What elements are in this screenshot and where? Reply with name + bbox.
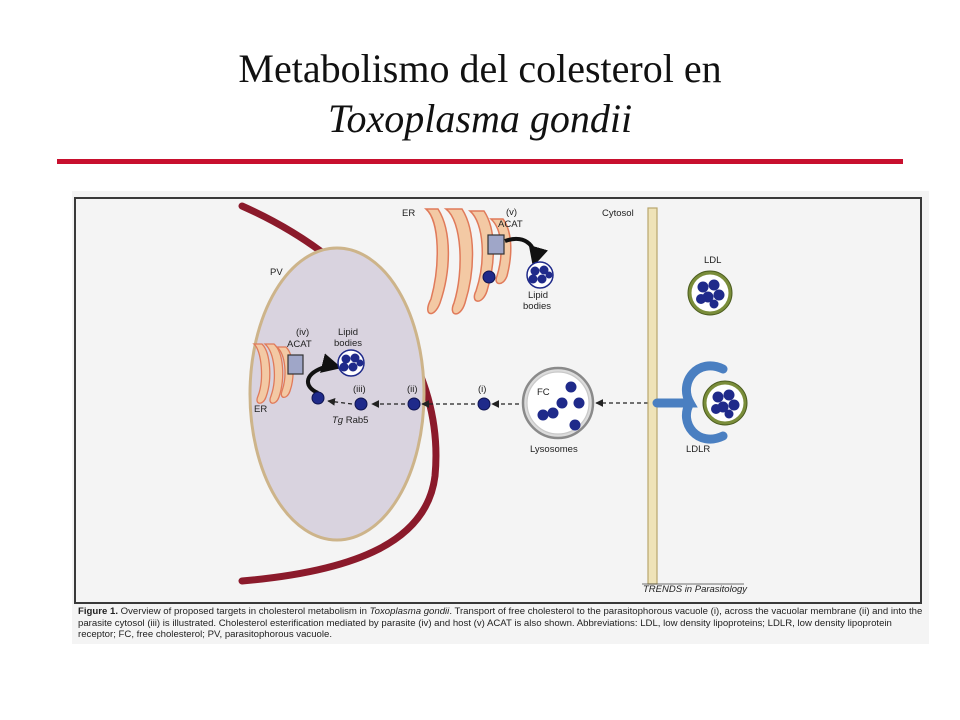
cholesterol-step-iii xyxy=(354,397,368,411)
label-step-i: (i) xyxy=(478,384,486,395)
figure-caption: Figure 1. Overview of proposed targets i… xyxy=(78,606,923,641)
host-lipid-body xyxy=(526,261,554,289)
label-acat-host: ACAT xyxy=(498,219,523,230)
label-cytosol: Cytosol xyxy=(602,208,634,219)
label-acat-host-numeral: (v) xyxy=(506,207,517,218)
label-step-ii: (ii) xyxy=(407,384,418,395)
cholesterol-diagram: ER (v) ACAT Lipid bodies Cytosol PV (iv)… xyxy=(74,197,922,604)
label-acat-parasite: ACAT xyxy=(287,339,312,350)
parasite-acat-curved-arrow xyxy=(306,353,342,395)
label-acat-parasite-numeral: (iv) xyxy=(296,327,309,338)
label-lipid-bodies-host-1: Lipid xyxy=(528,290,548,301)
parasite-body xyxy=(248,246,426,542)
label-pv: PV xyxy=(270,267,283,278)
ldl-bound-particle xyxy=(702,380,748,426)
label-ldlr: LDLR xyxy=(686,444,710,455)
label-fc: FC xyxy=(537,387,550,398)
caption-organism: Toxoplasma gondii xyxy=(369,606,450,617)
label-step-iii: (iii) xyxy=(353,384,366,395)
parasite-lipid-body xyxy=(337,349,365,377)
caption-text-2: . Transport of free cholesterol to the p… xyxy=(78,606,923,641)
label-rab5: Rab5 xyxy=(343,415,368,426)
cholesterol-parasite-cytosol xyxy=(311,391,325,405)
cholesterol-host-acat xyxy=(482,270,496,284)
parasite-er xyxy=(252,343,294,404)
lysosome xyxy=(521,366,595,440)
title-line-2: Toxoplasma gondii xyxy=(327,96,633,141)
host-acat-curved-arrow xyxy=(504,237,548,267)
title-line-1: Metabolismo del colesterol en xyxy=(238,46,722,91)
label-lysosomes: Lysosomes xyxy=(530,444,578,455)
label-ldl: LDL xyxy=(704,255,721,266)
caption-text-1: Overview of proposed targets in choleste… xyxy=(117,606,370,617)
cholesterol-step-i xyxy=(477,397,491,411)
host-cell-membrane xyxy=(647,207,658,585)
label-source: TRENDS in Parasitology xyxy=(643,584,748,595)
ldl-receptor xyxy=(652,361,728,444)
slide-title: Metabolismo del colesterol en Toxoplasma… xyxy=(0,44,960,144)
label-tg: Tg xyxy=(332,415,344,426)
label-lipid-bodies-host-2: bodies xyxy=(523,301,551,312)
label-er-host: ER xyxy=(402,208,415,219)
ldl-particle xyxy=(687,270,733,316)
title-underline xyxy=(57,159,903,164)
figure-frame xyxy=(74,197,922,604)
figure-panel: ER (v) ACAT Lipid bodies Cytosol PV (iv)… xyxy=(72,191,929,644)
caption-label: Figure 1. xyxy=(78,606,118,617)
label-lipid-bodies-parasite-2: bodies xyxy=(334,338,362,349)
host-acat-enzyme xyxy=(487,234,505,255)
label-tg-rab5: Tg Rab5 xyxy=(332,415,368,426)
parasite-acat-enzyme xyxy=(287,354,304,375)
cholesterol-step-ii xyxy=(407,397,421,411)
label-er-parasite: ER xyxy=(254,404,267,415)
label-lipid-bodies-parasite-1: Lipid xyxy=(338,327,358,338)
